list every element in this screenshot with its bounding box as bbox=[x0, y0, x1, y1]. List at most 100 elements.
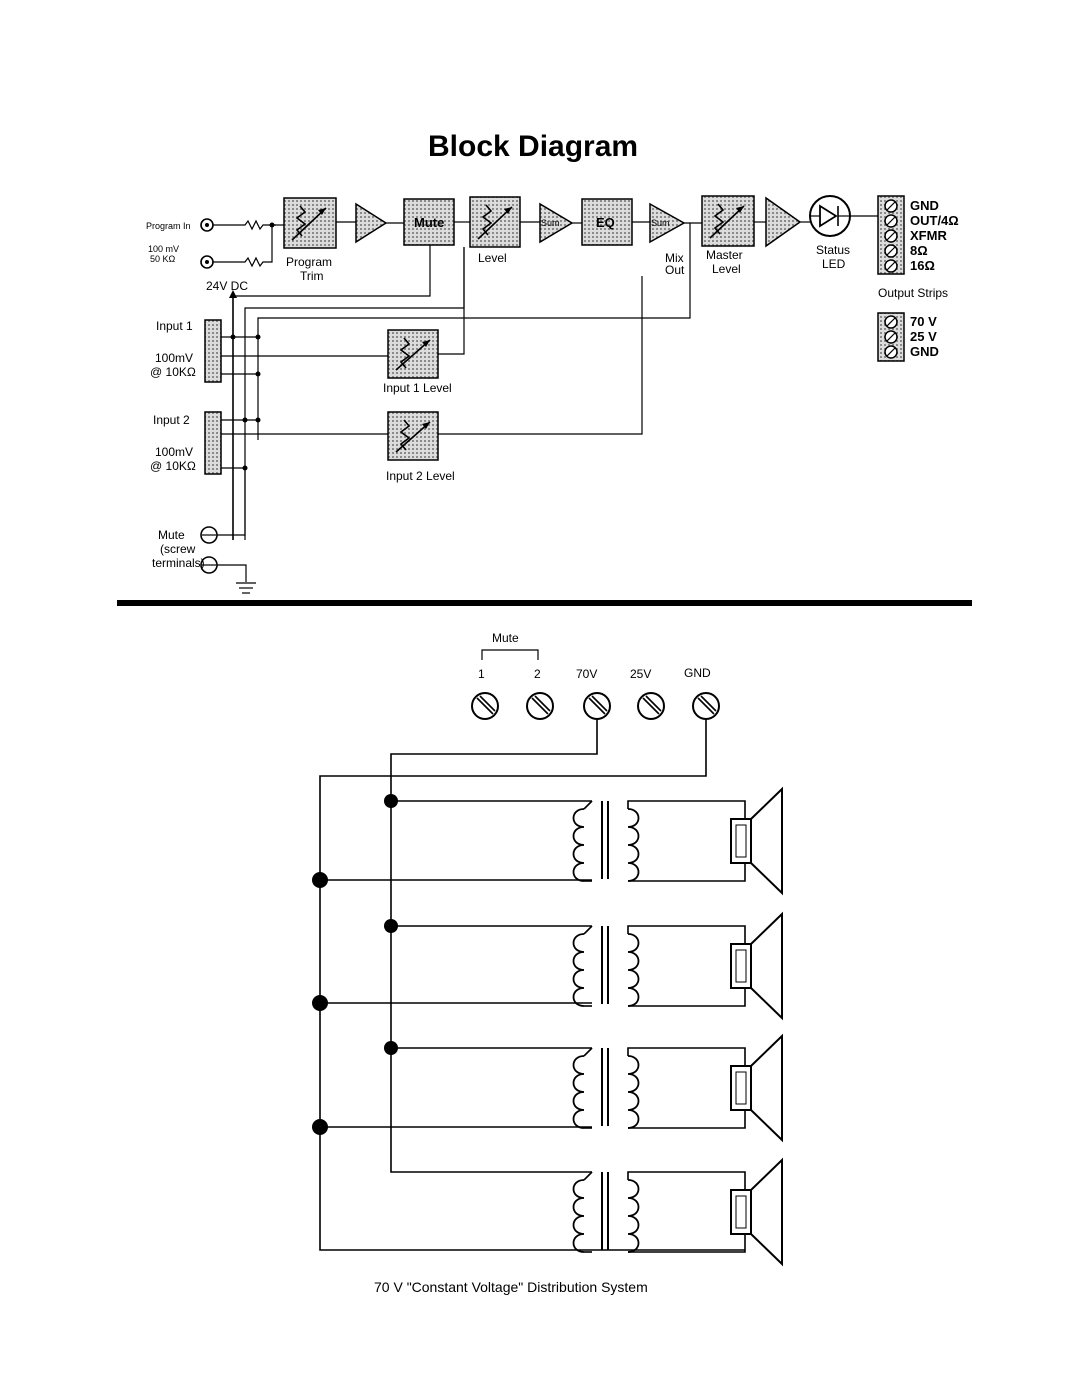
eq-block-label: EQ bbox=[596, 215, 615, 230]
output-terminal-label: XFMR bbox=[910, 228, 947, 243]
screw-icon bbox=[526, 692, 554, 720]
potentiometer-icon bbox=[399, 419, 411, 451]
speaker-cone-icon bbox=[750, 1033, 783, 1143]
output-strip-label: 70 V bbox=[910, 314, 937, 329]
master-level-label-1: Master bbox=[706, 248, 743, 262]
output-terminal-label: 16Ω bbox=[910, 258, 935, 273]
mute-terminal-label: Mute bbox=[158, 528, 185, 542]
mute-block bbox=[403, 198, 455, 246]
status-label: Status bbox=[816, 243, 850, 257]
eq-block bbox=[581, 198, 633, 246]
program-trim-label-1: Program bbox=[286, 255, 332, 269]
transformer-coil-icon bbox=[572, 1179, 585, 1253]
program-in-section: Program In 100 mV 50 KΩ bbox=[146, 218, 284, 269]
speaker-units bbox=[572, 786, 783, 1267]
section-divider bbox=[117, 600, 972, 606]
level-label: Level bbox=[478, 251, 507, 265]
supply-label: 24V DC bbox=[206, 279, 248, 293]
program-in-level: 100 mV bbox=[148, 244, 179, 254]
potentiometer-icon bbox=[713, 203, 725, 235]
ground-icon bbox=[236, 582, 256, 594]
screw-terminal-label: 1 bbox=[478, 667, 485, 681]
potentiometer-icon bbox=[399, 337, 411, 369]
screw-icon bbox=[884, 259, 898, 273]
mute-terminal-sub1: (screw bbox=[160, 542, 196, 556]
speaker-cone-icon bbox=[750, 911, 783, 1021]
screw-terminal-strip: Mute 1 2 70V 25V GND bbox=[471, 631, 720, 720]
screw-icon bbox=[884, 214, 898, 228]
mute-terminal-sub2: terminals) bbox=[152, 556, 205, 570]
potentiometer-icon bbox=[295, 205, 307, 237]
caption: 70 V "Constant Voltage" Distribution Sys… bbox=[374, 1279, 648, 1295]
led-label: LED bbox=[822, 257, 846, 271]
transformer-speaker-unit bbox=[572, 1033, 783, 1143]
potentiometer-icon bbox=[481, 204, 493, 236]
speaker-magnet-icon bbox=[730, 943, 752, 989]
input-2-level-label: Input 2 Level bbox=[386, 469, 455, 483]
output-terminal-label: 8Ω bbox=[910, 243, 928, 258]
input-1-level: 100mV bbox=[155, 351, 193, 365]
mute-block-label: Mute bbox=[414, 215, 444, 230]
preamp-triangle-icon bbox=[355, 202, 388, 244]
output-terminal-label: OUT/4Ω bbox=[910, 213, 959, 228]
screw-terminal-label: 2 bbox=[534, 667, 541, 681]
speaker-magnet-icon bbox=[730, 818, 752, 864]
output-strips-label: Output Strips bbox=[878, 286, 948, 300]
transformer-coil-icon bbox=[627, 1179, 640, 1253]
screw-icon bbox=[884, 229, 898, 243]
transformer-coil-icon bbox=[572, 808, 585, 882]
input-section: 24V DC Input 1 100mV @ 10KΩ Input 1 Leve… bbox=[150, 245, 691, 594]
input-2-impedance: @ 10KΩ bbox=[150, 459, 196, 473]
speaker-magnet-icon bbox=[730, 1065, 752, 1111]
transformer-speaker-unit bbox=[572, 1157, 783, 1267]
transformer-speaker-unit bbox=[572, 911, 783, 1021]
input-1-terminal bbox=[204, 319, 222, 383]
screw-mute-label: Mute bbox=[492, 631, 519, 645]
page-title: Block Diagram bbox=[428, 130, 638, 163]
input-1-label: Input 1 bbox=[156, 319, 193, 333]
transformer-coil-icon bbox=[627, 808, 640, 882]
screw-terminal-label: GND bbox=[684, 666, 711, 680]
signal-chain: Program Trim Mute Level Sum EQ Sum Mix O… bbox=[283, 195, 878, 283]
screw-icon bbox=[637, 692, 665, 720]
master-level-label-2: Level bbox=[712, 262, 741, 276]
screw-icon bbox=[471, 692, 499, 720]
screw-terminal-label: 25V bbox=[630, 667, 651, 681]
speaker-magnet-icon bbox=[730, 1189, 752, 1235]
mix-out-label-2: Out bbox=[665, 263, 685, 277]
program-in-label: Program In bbox=[146, 221, 191, 231]
output-terminal-block: GND OUT/4Ω XFMR 8Ω 16Ω Output Strips 70 … bbox=[877, 195, 959, 362]
program-trim-label-2: Trim bbox=[300, 269, 324, 283]
output-terminal-label: GND bbox=[910, 198, 939, 213]
transformer-coil-icon bbox=[627, 1055, 640, 1129]
sum1-label: Sum bbox=[541, 218, 560, 228]
screw-icon bbox=[884, 199, 898, 213]
input-2-label: Input 2 bbox=[153, 413, 190, 427]
screw-icon bbox=[884, 345, 898, 359]
transformer-coil-icon bbox=[572, 1055, 585, 1129]
resistor-icon bbox=[213, 225, 273, 268]
output-strip-label: 25 V bbox=[910, 329, 937, 344]
transformer-coil-icon bbox=[627, 933, 640, 1007]
sum2-label: Sum bbox=[651, 218, 670, 228]
resistor-icon bbox=[213, 219, 276, 231]
input-1-impedance: @ 10KΩ bbox=[150, 365, 196, 379]
screw-icon bbox=[884, 315, 898, 329]
screw-terminal-label: 70V bbox=[576, 667, 597, 681]
program-in-impedance: 50 KΩ bbox=[150, 254, 176, 264]
distribution-wiring bbox=[312, 719, 745, 1251]
transformer-coil-icon bbox=[572, 933, 585, 1007]
input-2-level: 100mV bbox=[155, 445, 193, 459]
sum-triangle-icon bbox=[649, 202, 686, 244]
output-strip-label: GND bbox=[910, 344, 939, 359]
mix-out-label-1: Mix bbox=[665, 251, 684, 265]
screw-icon bbox=[884, 244, 898, 258]
input-2-terminal bbox=[204, 411, 222, 475]
speaker-cone-icon bbox=[750, 1157, 783, 1267]
input-1-level-label: Input 1 Level bbox=[383, 381, 452, 395]
screw-icon bbox=[884, 330, 898, 344]
power-amp-triangle-icon bbox=[765, 196, 802, 248]
speaker-cone-icon bbox=[750, 786, 783, 896]
sum-triangle-icon bbox=[539, 202, 574, 244]
